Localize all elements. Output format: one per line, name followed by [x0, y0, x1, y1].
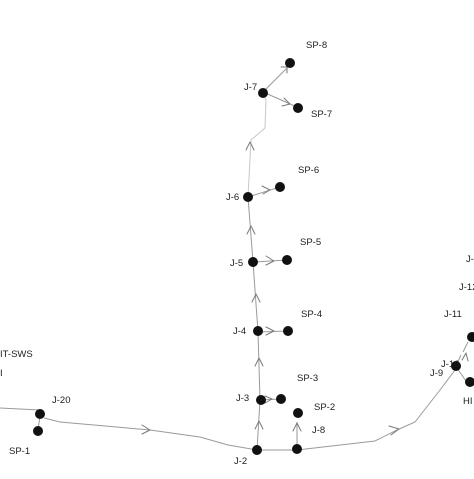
flow-arrow-trunk-3: [251, 293, 261, 303]
flow-arrow-sp3: [264, 395, 273, 404]
label-sp1: SP-1: [9, 446, 30, 457]
label-j12: J-12: [459, 282, 474, 293]
node-j20[interactable]: [35, 409, 45, 419]
node-layer: [33, 58, 474, 455]
node-sp7[interactable]: [293, 103, 303, 113]
label-j4: J-4: [233, 326, 246, 337]
node-sp1[interactable]: [33, 426, 43, 436]
node-sp8[interactable]: [285, 58, 295, 68]
label-sp5: SP-5: [300, 237, 321, 248]
node-j9[interactable]: [451, 361, 461, 371]
label-j3: J-3: [236, 393, 249, 404]
node-sp4[interactable]: [283, 326, 293, 336]
pipe-j5-to-j6: [247, 196, 254, 263]
node-j8[interactable]: [292, 444, 302, 454]
node-sp6[interactable]: [275, 182, 285, 192]
label-layer: SP-8 J-7 SP-7 SP-6 J-6 SP-5 J-5 SP-4 J-4…: [0, 40, 474, 467]
node-j5[interactable]: [248, 257, 258, 267]
label-h-fragment: HI: [463, 396, 473, 407]
label-j5: J-5: [230, 258, 243, 269]
flow-arrow-trunk-4: [246, 225, 256, 235]
node-h[interactable]: [465, 377, 474, 387]
pipe-j3-to-j4: [257, 331, 261, 401]
node-j2[interactable]: [252, 445, 262, 455]
pipe-j2-to-j9: [257, 369, 456, 451]
label-j2: J-2: [234, 456, 247, 467]
label-source-fragment: IT-SWS: [0, 349, 33, 360]
label-j6: J-6: [226, 192, 239, 203]
flow-arrow-sp5: [265, 255, 275, 266]
label-j9: J-9: [430, 368, 443, 379]
pipe-j2-to-j3: [256, 399, 261, 451]
label-sp7: SP-7: [311, 109, 332, 120]
node-sp5[interactable]: [282, 255, 292, 265]
label-j7: J-7: [244, 82, 257, 93]
pipe-j7-to-sp8: [262, 64, 291, 93]
flow-arrow-right-main: [388, 425, 400, 436]
flow-arrow-j8-up: [292, 422, 302, 432]
label-sp8: SP-8: [306, 40, 327, 51]
pipe-j10-to-j11: [462, 341, 469, 353]
label-sp6: SP-6: [298, 165, 319, 176]
node-j3[interactable]: [256, 395, 266, 405]
pipe-j4-to-j5: [252, 261, 259, 333]
label-sp3: SP-3: [297, 373, 318, 384]
label-sp4: SP-4: [301, 309, 322, 320]
pipe-src-to-j20: [0, 407, 41, 411]
flow-arrow-j10: [461, 352, 469, 362]
pipe-j6-to-sp6: [247, 186, 281, 198]
node-j7[interactable]: [258, 88, 268, 98]
node-sp2[interactable]: [293, 408, 303, 418]
flow-arrow-sp6: [261, 185, 271, 195]
node-j10[interactable]: [467, 332, 474, 342]
flow-arrow-sp8: [280, 66, 288, 74]
pipe-j7-to-sp7: [262, 91, 298, 108]
flow-arrow-sp7: [281, 97, 291, 107]
label-sp2: SP-2: [314, 402, 335, 413]
flow-arrow-trunk-2: [254, 357, 264, 367]
node-j6[interactable]: [243, 192, 253, 202]
flow-arrow-left-main: [141, 424, 151, 435]
flow-arrow-sp4: [265, 326, 275, 336]
flow-arrow-layer: [141, 66, 469, 436]
node-j4[interactable]: [253, 326, 263, 336]
label-j-top-fragment: J-: [466, 254, 474, 265]
label-j11: J-11: [444, 309, 462, 320]
flow-arrow-trunk-5: [245, 141, 255, 151]
flow-arrow-trunk-1: [254, 420, 264, 430]
node-sp3[interactable]: [276, 394, 286, 404]
pipe-j20-to-j2: [43, 417, 258, 451]
pipe-j5-to-sp5: [252, 259, 288, 263]
label-source-fragment-2: I: [0, 368, 3, 379]
label-j10: J-10: [441, 359, 459, 370]
label-j20: J-20: [52, 395, 70, 406]
label-j8: J-8: [312, 425, 325, 436]
